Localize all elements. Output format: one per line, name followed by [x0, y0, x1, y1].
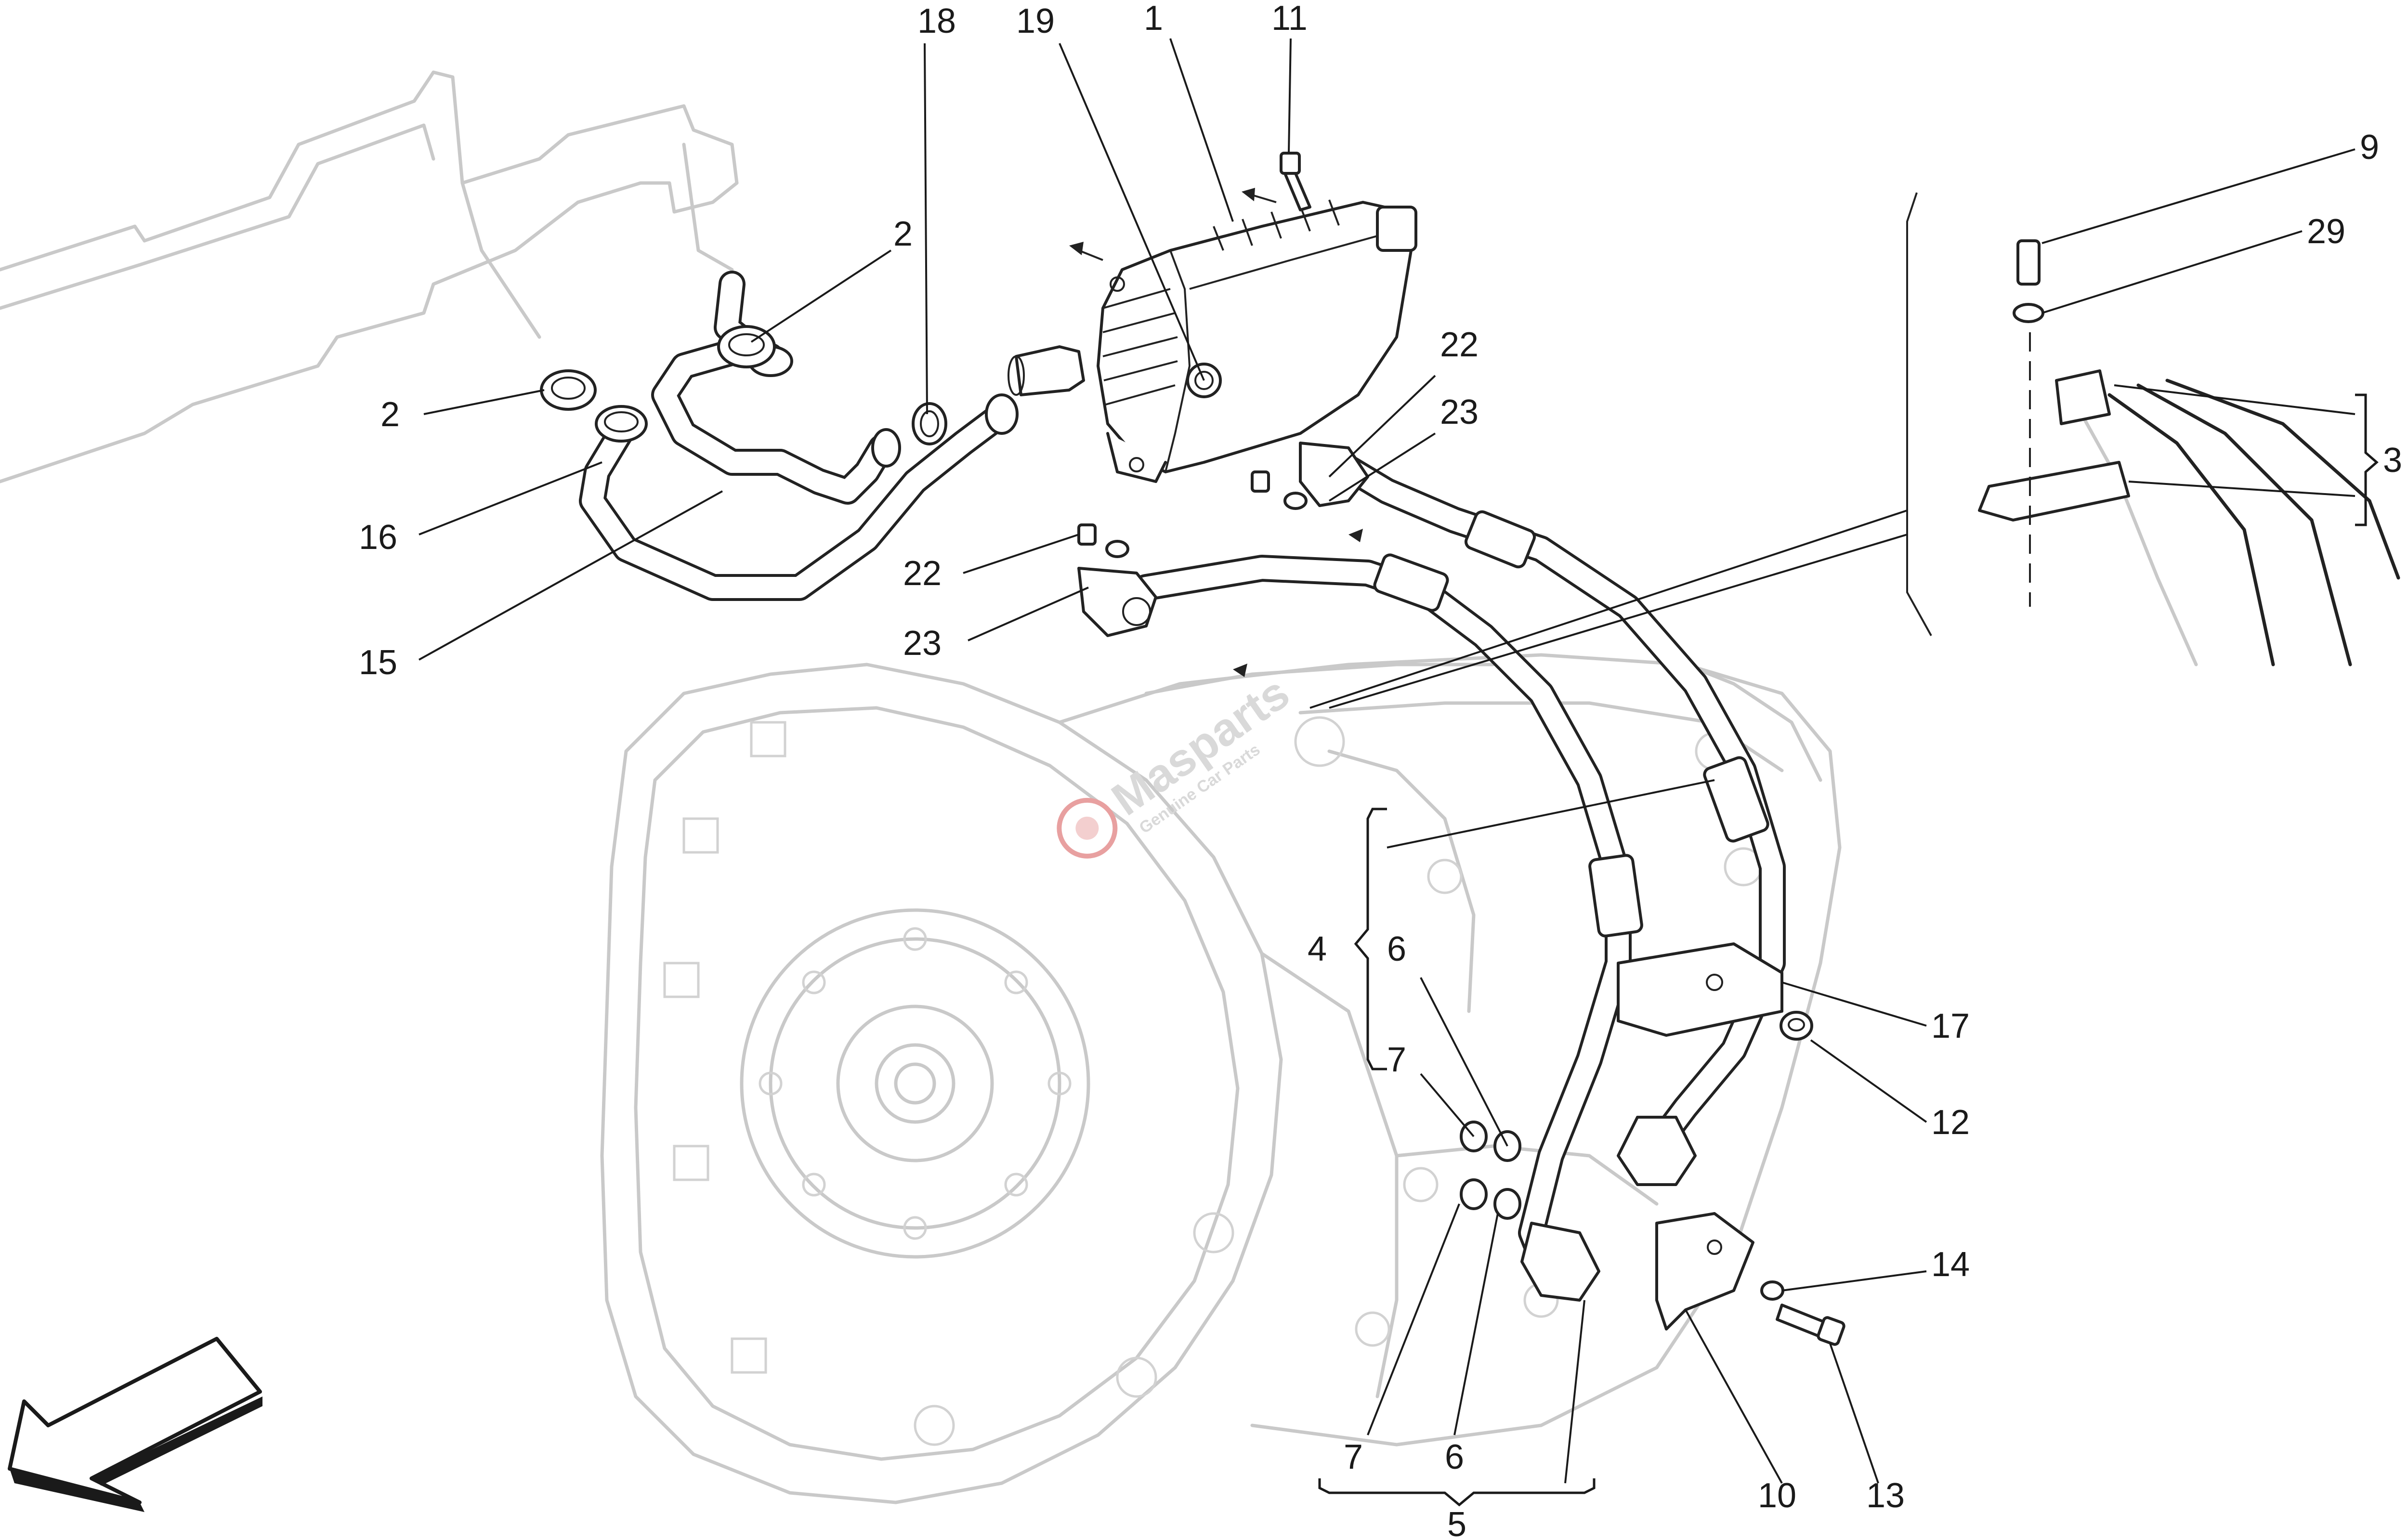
callout-22-mid: 22 — [903, 554, 942, 593]
callout-14: 14 — [1931, 1245, 1970, 1284]
callout-29: 29 — [2307, 212, 2345, 251]
coolant-hoses — [540, 271, 1019, 601]
callout-1: 1 — [1144, 0, 1163, 38]
callout-10: 10 — [1758, 1476, 1796, 1515]
callout-5: 5 — [1447, 1505, 1466, 1540]
callout-3: 3 — [2383, 441, 2402, 480]
callout-2-left: 2 — [380, 395, 400, 434]
callout-7-top: 7 — [1387, 1041, 1406, 1079]
callout-17: 17 — [1931, 1007, 1970, 1045]
callout-12: 12 — [1931, 1103, 1970, 1142]
callout-9: 9 — [2360, 128, 2379, 167]
oil-lines — [1077, 442, 1786, 1302]
detail-inset — [1309, 192, 2400, 709]
o-rings — [1460, 1121, 1521, 1220]
callout-22-top: 22 — [1440, 326, 1479, 364]
hose-clamp-18 — [912, 402, 947, 445]
callout-labels: 18 19 1 11 9 29 2 2 16 15 22 23 22 23 3 … — [359, 0, 2402, 1540]
pipe-bracket-17 — [1617, 942, 1783, 1037]
watermark-brand: Masparts — [1103, 667, 1299, 825]
bolt-11 — [1280, 152, 1311, 211]
callout-16: 16 — [359, 518, 397, 557]
callout-4: 4 — [1308, 930, 1327, 968]
watermark-logo-icon — [1057, 797, 1118, 859]
callout-6-bottom: 6 — [1445, 1438, 1464, 1476]
leader-lines — [419, 38, 2356, 1484]
callout-7-bottom: 7 — [1344, 1438, 1363, 1476]
banjo-bolts — [1077, 470, 1308, 558]
transmission-ghost — [600, 653, 1842, 1504]
bolt-12 — [1780, 1011, 1813, 1041]
bolt-13 — [1776, 1304, 1845, 1346]
oil-cooler — [1008, 188, 1417, 483]
callout-11: 11 — [1271, 0, 1308, 38]
arrow-icon — [1348, 529, 1363, 542]
callout-6-top: 6 — [1387, 930, 1406, 968]
callout-13: 13 — [1866, 1476, 1905, 1515]
callout-15: 15 — [359, 643, 397, 682]
arrow-icon — [1233, 664, 1247, 677]
arrow-icon — [1069, 242, 1084, 255]
direction-arrow-icon — [8, 1337, 262, 1512]
washer-14 — [1760, 1280, 1784, 1301]
braces — [1318, 393, 2379, 1507]
arrow-icon — [1242, 188, 1255, 201]
callout-2-top: 2 — [893, 215, 913, 253]
callout-18: 18 — [917, 2, 956, 40]
bracket-10 — [1655, 1212, 1754, 1331]
callout-19: 19 — [1016, 2, 1055, 40]
callout-23-mid: 23 — [903, 624, 942, 663]
frame-rail-ghost — [0, 70, 739, 483]
watermark: Masparts Genuine Car Parts — [1057, 667, 1299, 859]
callout-23-top: 23 — [1440, 393, 1479, 431]
